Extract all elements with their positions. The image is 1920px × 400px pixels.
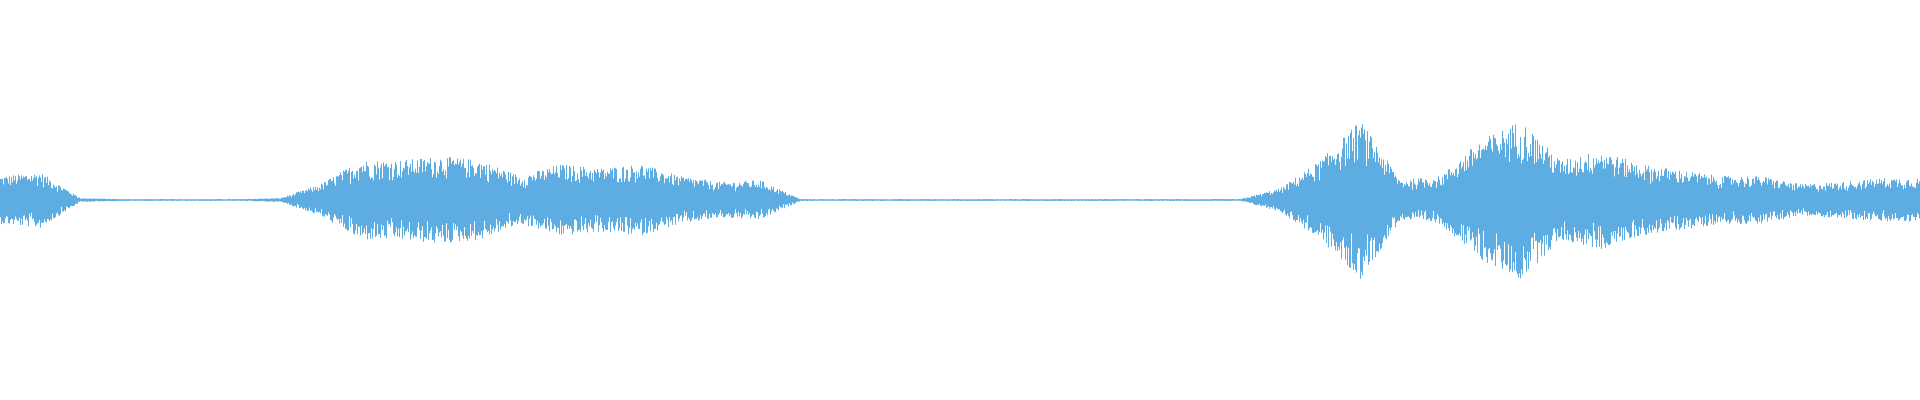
waveform-path [0,124,1920,279]
waveform-samples [0,124,1920,279]
